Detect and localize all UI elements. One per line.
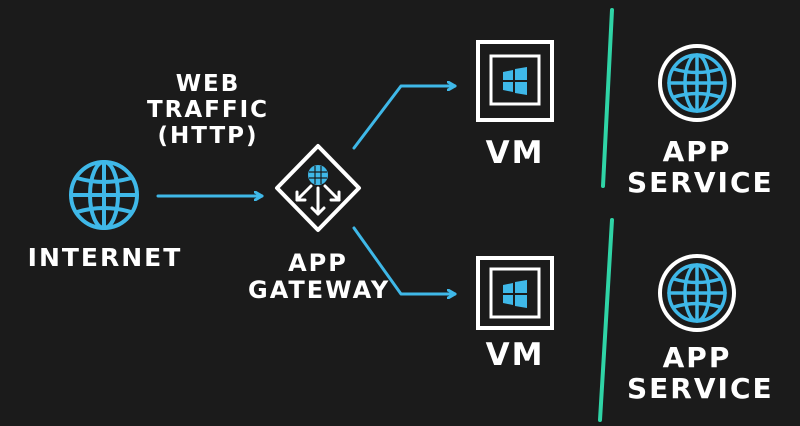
arrow-gateway-to-vm-top xyxy=(352,86,457,150)
app-service-bottom-line-1: APP xyxy=(662,341,732,374)
app-service-bottom-globe-icon xyxy=(658,254,736,332)
app-gateway-label: APP GATEWAY xyxy=(248,250,388,304)
web-traffic-line-1: WEB xyxy=(175,71,241,97)
app-service-top-globe-icon xyxy=(658,44,736,122)
app-service-top-label: APP SERVICE xyxy=(627,135,774,200)
app-service-bottom-line-2: SERVICE xyxy=(627,372,774,406)
vm-top-label: VM xyxy=(485,135,545,171)
app-service-top-line-1: APP xyxy=(662,135,732,168)
vm-bottom-label: VM xyxy=(485,337,545,373)
web-traffic-label: WEB TRAFFIC (HTTP) xyxy=(138,71,278,149)
app-service-bottom-label: APP SERVICE xyxy=(627,341,774,406)
divider-line-bottom xyxy=(598,218,614,422)
app-service-top-line-2: SERVICE xyxy=(627,166,774,200)
arrow-gateway-to-vm-bottom xyxy=(352,226,457,294)
app-gateway-icon xyxy=(275,144,361,232)
divider-line-top xyxy=(601,8,614,188)
vm-bottom-window-icon xyxy=(476,256,554,330)
vm-top-window-icon xyxy=(476,40,554,122)
internet-label: INTERNET xyxy=(27,243,183,272)
web-traffic-line-3: (HTTP) xyxy=(157,122,259,149)
app-gateway-line-1: APP xyxy=(288,249,348,277)
internet-globe-icon xyxy=(69,160,139,230)
app-gateway-line-2: GATEWAY xyxy=(248,275,391,304)
web-traffic-line-2: TRAFFIC xyxy=(146,96,270,123)
